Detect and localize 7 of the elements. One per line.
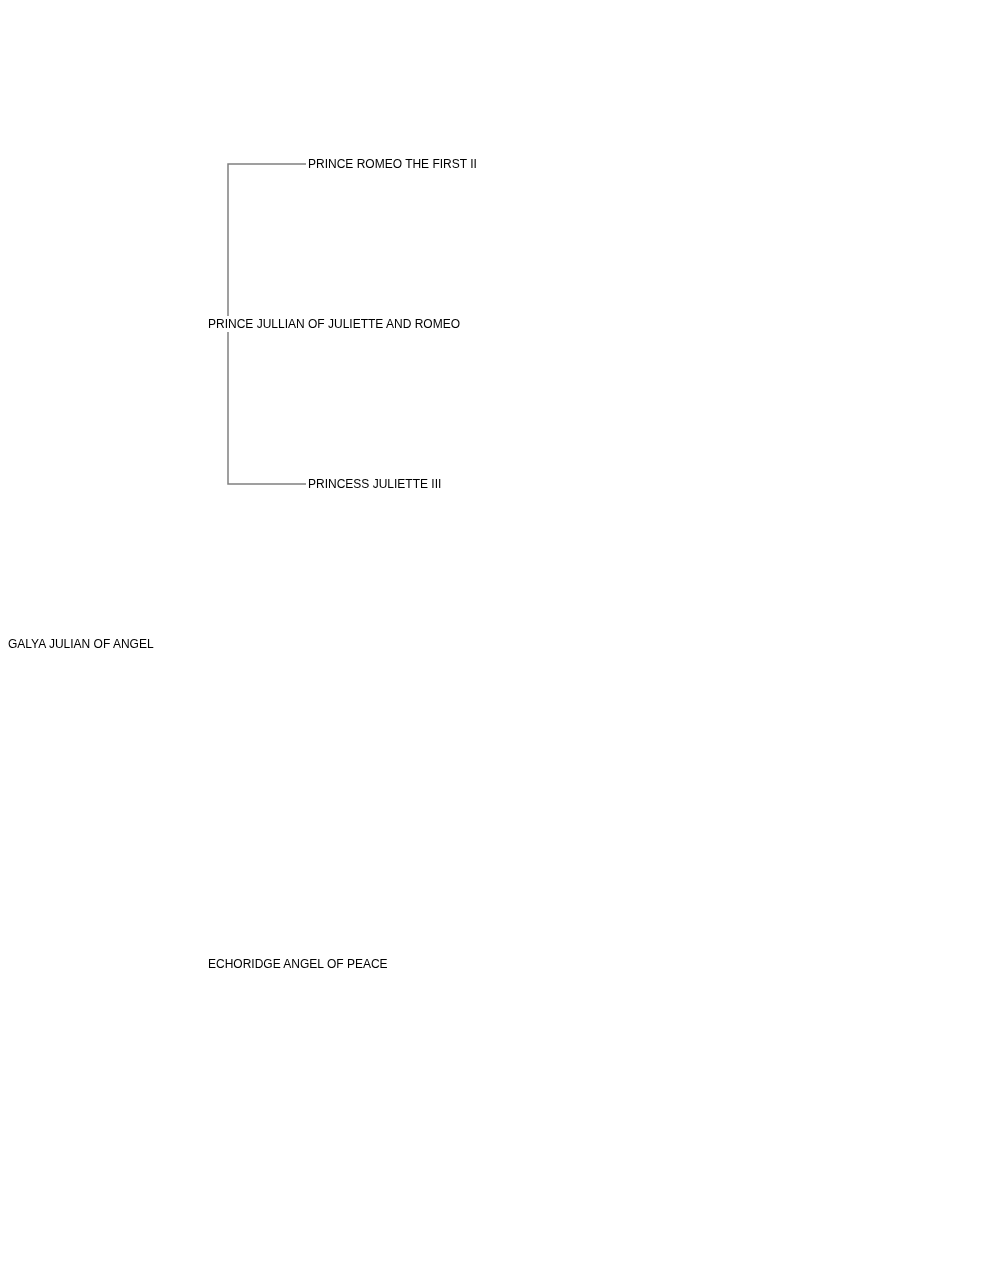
pedigree-name: ECHORIDGE ANGEL OF PEACE	[208, 957, 388, 971]
pedigree-connector	[227, 331, 307, 485]
pedigree-name: PRINCE ROMEO THE FIRST II	[308, 157, 477, 171]
pedigree-name: GALYA JULIAN OF ANGEL	[8, 637, 154, 651]
pedigree-connector	[227, 163, 307, 317]
pedigree-name: PRINCE JULLIAN OF JULIETTE AND ROMEO	[208, 317, 461, 331]
pedigree-name: PRINCESS JULIETTE III	[308, 477, 442, 491]
